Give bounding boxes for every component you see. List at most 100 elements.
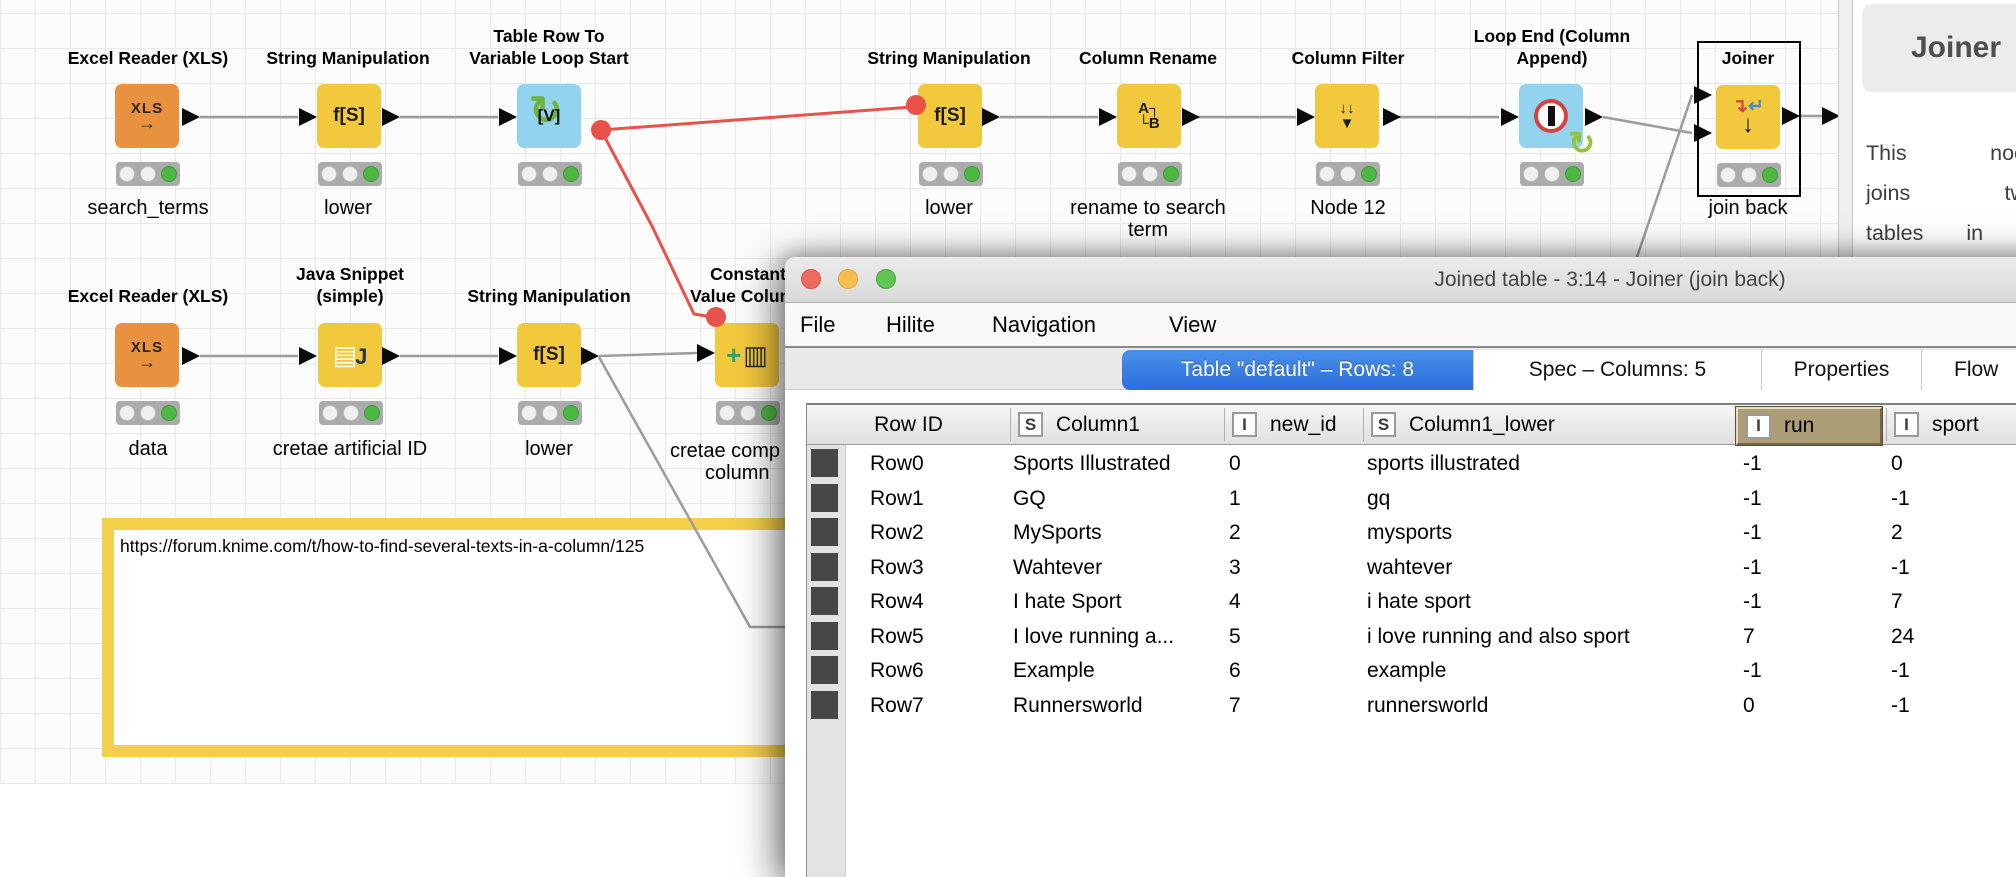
- cell-row-id: Row5: [870, 624, 924, 648]
- node-status-light: [319, 401, 383, 425]
- description-line: Thisnode: [1866, 140, 2016, 165]
- tab-1[interactable]: Spec – Columns: 5: [1473, 350, 1761, 390]
- close-button[interactable]: [801, 269, 821, 289]
- table-cell: 7: [1891, 590, 1903, 613]
- zoom-button[interactable]: [876, 269, 896, 289]
- table-cell: Wahtever: [1013, 555, 1103, 579]
- table-cell: Runnersworld: [1013, 693, 1143, 717]
- node-type-label: Column Filter: [1291, 48, 1405, 68]
- tab-3[interactable]: Flow: [1921, 350, 2016, 390]
- node-status-light: [116, 401, 180, 425]
- node-type-label: (simple): [316, 286, 384, 306]
- menu-view[interactable]: View: [1169, 312, 1217, 337]
- node-javasnippet[interactable]: ▤J: [318, 323, 382, 387]
- table-cell: gq: [1367, 486, 1391, 510]
- node-type-label: String Manipulation: [467, 286, 631, 306]
- loop-start-icon: ↻[V]: [529, 89, 563, 133]
- table-cell: -1: [1891, 693, 1910, 717]
- node-loopend[interactable]: ↻: [1519, 84, 1595, 161]
- table-cell: 7: [1229, 693, 1241, 717]
- menu-hilite[interactable]: Hilite: [886, 312, 935, 337]
- node-colrename[interactable]: A┐└B: [1117, 84, 1181, 148]
- table-cell: -1: [1743, 486, 1762, 510]
- table-cell: -1: [1891, 659, 1910, 682]
- row-color-chip: [811, 483, 838, 512]
- table-cell: 24: [1891, 624, 1915, 648]
- node-status-light: [116, 162, 180, 186]
- node-colfilter[interactable]: ↓↓▼: [1315, 84, 1379, 148]
- node-excel2[interactable]: XLS→: [115, 323, 179, 387]
- description-title: Joiner: [1911, 31, 2002, 64]
- node-excel1[interactable]: XLS→: [115, 84, 179, 148]
- tab-2[interactable]: Properties: [1761, 350, 1921, 390]
- table-cell: 6: [1229, 659, 1241, 682]
- node-strman3[interactable]: f[S]: [517, 323, 581, 387]
- cell-row-id: Row7: [870, 693, 924, 717]
- table-cell: 0: [1743, 693, 1755, 717]
- node-name: data: [128, 438, 168, 460]
- node-type-label: Joiner: [1721, 48, 1775, 68]
- node-loopstart[interactable]: ↻[V]: [517, 84, 581, 148]
- node-type-label: Value Column: [690, 286, 806, 306]
- node-type-label: Excel Reader (XLS): [67, 286, 229, 306]
- row-color-chip: [811, 656, 838, 684]
- node-type-label: Loop End (Column: [1473, 26, 1631, 46]
- node-name: cretae comp: [670, 440, 781, 462]
- table-cell: -1: [1743, 590, 1762, 613]
- cell-row-id: Row1: [870, 486, 924, 510]
- table-cell: 0: [1891, 452, 1903, 475]
- tab-0[interactable]: Table "default" – Rows: 8: [1122, 350, 1473, 390]
- table-cell: GQ: [1013, 486, 1046, 510]
- loop-end-icon: [1534, 99, 1568, 133]
- cell-row-id: Row6: [870, 659, 924, 682]
- node-joiner[interactable]: ↴↵↓: [1716, 85, 1780, 149]
- node-type-label: Append): [1516, 48, 1588, 68]
- cell-row-id: Row0: [870, 452, 924, 475]
- type-icon-string: S: [1018, 412, 1043, 437]
- type-icon-integer: I: [1894, 412, 1919, 437]
- table-cell: i love running and also sport: [1367, 624, 1630, 648]
- table-cell: 1: [1229, 486, 1241, 510]
- flow-variable-port[interactable]: [591, 120, 611, 140]
- node-strman2[interactable]: f[S]: [918, 84, 982, 148]
- window-titlebar[interactable]: Joined table - 3:14 - Joiner (join back): [785, 257, 2016, 303]
- xls-icon: XLS→: [130, 339, 164, 372]
- menu-file[interactable]: File: [800, 312, 836, 337]
- flow-variable-port[interactable]: [706, 307, 726, 327]
- table-cell: Sports Illustrated: [1013, 452, 1171, 475]
- node-name: lower: [525, 438, 573, 460]
- menu-navigation[interactable]: Navigation: [992, 312, 1096, 337]
- node-constval[interactable]: +▥: [715, 323, 779, 387]
- constant-value-icon: +▥: [726, 339, 768, 370]
- joined-table-window: Joined table - 3:14 - Joiner (join back)…: [785, 257, 2016, 877]
- table-cell: 0: [1229, 452, 1241, 475]
- type-icon-string: S: [1371, 412, 1396, 437]
- node-status-light: [1316, 162, 1380, 186]
- minimize-button[interactable]: [838, 269, 858, 289]
- node-strman1[interactable]: f[S]: [317, 84, 381, 148]
- node-name: search_terms: [87, 197, 209, 219]
- column-header-Row ID[interactable]: Row ID: [874, 412, 943, 436]
- table-cell: 7: [1743, 624, 1755, 648]
- cell-row-id: Row4: [870, 590, 924, 613]
- xls-icon: XLS→: [130, 100, 164, 133]
- annotation-url-text: https://forum.knime.com/t/how-to-find-se…: [120, 536, 645, 556]
- type-icon-integer: I: [1232, 412, 1257, 437]
- flow-variable-port[interactable]: [906, 95, 926, 115]
